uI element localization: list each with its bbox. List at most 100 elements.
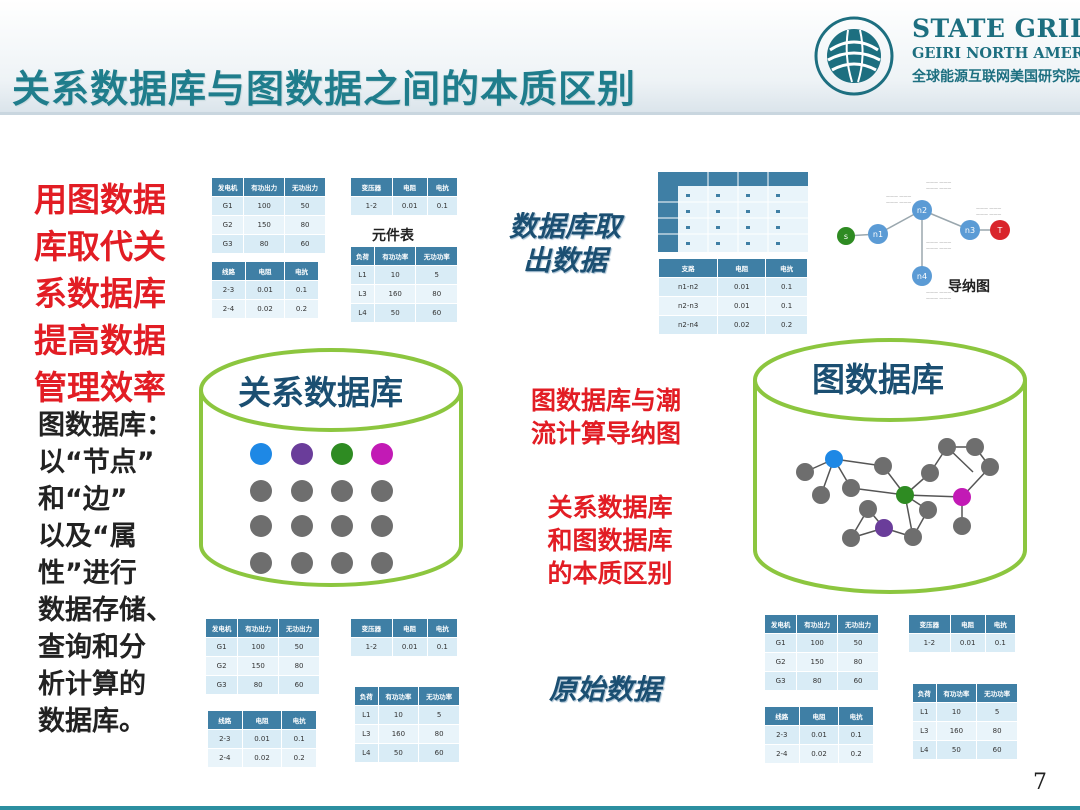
graph-db-label: 图数据库: [812, 360, 944, 399]
node-n3: n3: [960, 220, 980, 240]
table-header-cell: 无功功率: [419, 687, 459, 705]
red-heading: 用图数据 库取代关 系数据库 提高数据 管理效率: [34, 180, 166, 407]
table-cell: L1: [351, 266, 374, 284]
page-number: 7: [1033, 770, 1047, 795]
grey-node-grid: [250, 480, 393, 574]
graph-db-grey-nodes: [796, 438, 999, 547]
svg-text:——— ———: ——— ———: [926, 246, 951, 251]
table-header-cell: 发电机: [206, 619, 238, 637]
table-header-cell: 无功出力: [279, 619, 319, 637]
table-cell: 80: [285, 216, 325, 234]
table-header-cell: 线路: [212, 262, 245, 280]
table-cell: 80: [797, 672, 838, 690]
table-cell: 0.2: [839, 745, 873, 763]
table-cell: 50: [378, 744, 419, 762]
table-cell: 2-3: [765, 726, 799, 744]
raw-data-label: 原始数据: [548, 673, 661, 706]
table-header-cell: 有功出力: [238, 619, 279, 637]
svg-text:——— ———: ——— ———: [926, 180, 951, 185]
svg-text:——— ———: ——— ———: [976, 212, 1001, 217]
table-cell: n1-n2: [659, 278, 718, 296]
svg-text:——— ———: ——— ———: [926, 186, 951, 191]
table-cell: 80: [838, 653, 878, 671]
table-header-cell: 电阻: [950, 615, 985, 633]
table-header-cell: 电抗: [839, 707, 873, 725]
table-cell: 0.1: [427, 197, 457, 215]
table-cell: 100: [797, 634, 838, 652]
table-cell: 100: [238, 638, 279, 656]
table-cell: L4: [913, 741, 936, 759]
table-cell: 0.01: [950, 634, 985, 652]
table-header-cell: 电阻: [392, 178, 427, 196]
relational-db-label: 关系数据库: [238, 373, 403, 412]
table-cell: 0.1: [282, 730, 316, 748]
table-header-cell: 负荷: [355, 687, 378, 705]
table-cell: 50: [374, 304, 416, 322]
table-cell: G3: [206, 676, 238, 694]
node-label-t: T: [997, 226, 1003, 235]
table-cell: 0.01: [718, 297, 766, 315]
node-label-n3: n3: [965, 226, 975, 235]
table-cell: L3: [351, 285, 374, 303]
table-cell: 80: [238, 676, 279, 694]
table-cell: 0.02: [242, 749, 282, 767]
table-cell: 2-4: [765, 745, 799, 763]
footer-divider: [0, 806, 1080, 810]
relational-db-cylinder: [199, 348, 463, 587]
table-cell: 0.02: [718, 316, 766, 334]
colored-node-row: [250, 443, 393, 465]
svg-text:——— ———: ——— ———: [926, 240, 951, 245]
table-header-cell: 电阻: [242, 711, 282, 729]
matrix-grid: [658, 172, 808, 252]
essential-difference-label: 关系数据库 和图数据库 的本质区别: [547, 493, 673, 588]
graph-green-node-icon: [896, 486, 914, 504]
table-header-cell: 有功功率: [378, 687, 419, 705]
table-cell: 0.02: [245, 300, 284, 318]
magenta-node-icon: [371, 443, 393, 465]
svg-text:——— ———: ——— ———: [926, 290, 951, 295]
table-cell: 10: [378, 706, 419, 724]
table-cell: 50: [936, 741, 977, 759]
table-cell: 0.1: [427, 638, 457, 656]
table-cell: 150: [238, 657, 279, 675]
table-cell: 0.01: [392, 197, 427, 215]
table-header-cell: 支路: [659, 259, 718, 277]
table-cell: 0.01: [718, 278, 766, 296]
table-cell: n2-n3: [659, 297, 718, 315]
table-cell: 10: [374, 266, 416, 284]
svg-text:——— ———: ——— ———: [886, 200, 911, 205]
admittance-matrix: [658, 172, 808, 252]
table-header-cell: 电抗: [282, 711, 316, 729]
green-node-icon: [331, 443, 353, 465]
table-header-cell: 电阻: [799, 707, 839, 725]
table-header-cell: 负荷: [913, 684, 936, 702]
table-cell: 0.02: [799, 745, 839, 763]
table-header-cell: 电抗: [985, 615, 1015, 633]
table-cell: 0.01: [242, 730, 282, 748]
table-header-cell: 无功功率: [416, 247, 457, 265]
svg-text:——— ———: ——— ———: [976, 206, 1001, 211]
table-header-cell: 无功出力: [838, 615, 878, 633]
graph-vs-flow-label: 图数据库与潮 流计算导纳图: [530, 386, 681, 448]
admittance-graph: ——— —————— ——— ——— —————— ——— ——— ——————…: [837, 180, 1010, 301]
table-cell: L4: [355, 744, 378, 762]
table-cell: 5: [977, 703, 1017, 721]
graph-db-definition: 图数据库： 以“节点” 和“边” 以及“属 性”进行 数据存储、 查询和分 析计…: [38, 410, 173, 737]
table-cell: 0.2: [282, 749, 316, 767]
table-cell: G3: [765, 672, 797, 690]
table-cell: G1: [206, 638, 238, 656]
table-cell: 150: [244, 216, 285, 234]
table-cell: 5: [416, 266, 457, 284]
extract-data-label: 数据库取 出数据: [508, 210, 621, 277]
svg-text:——— ———: ——— ———: [886, 194, 911, 199]
table-cell: G1: [212, 197, 244, 215]
table-header-cell: 发电机: [765, 615, 797, 633]
graph-blue-node-icon: [825, 450, 843, 468]
table-header-cell: 发电机: [212, 178, 244, 196]
table-cell: L3: [355, 725, 378, 743]
